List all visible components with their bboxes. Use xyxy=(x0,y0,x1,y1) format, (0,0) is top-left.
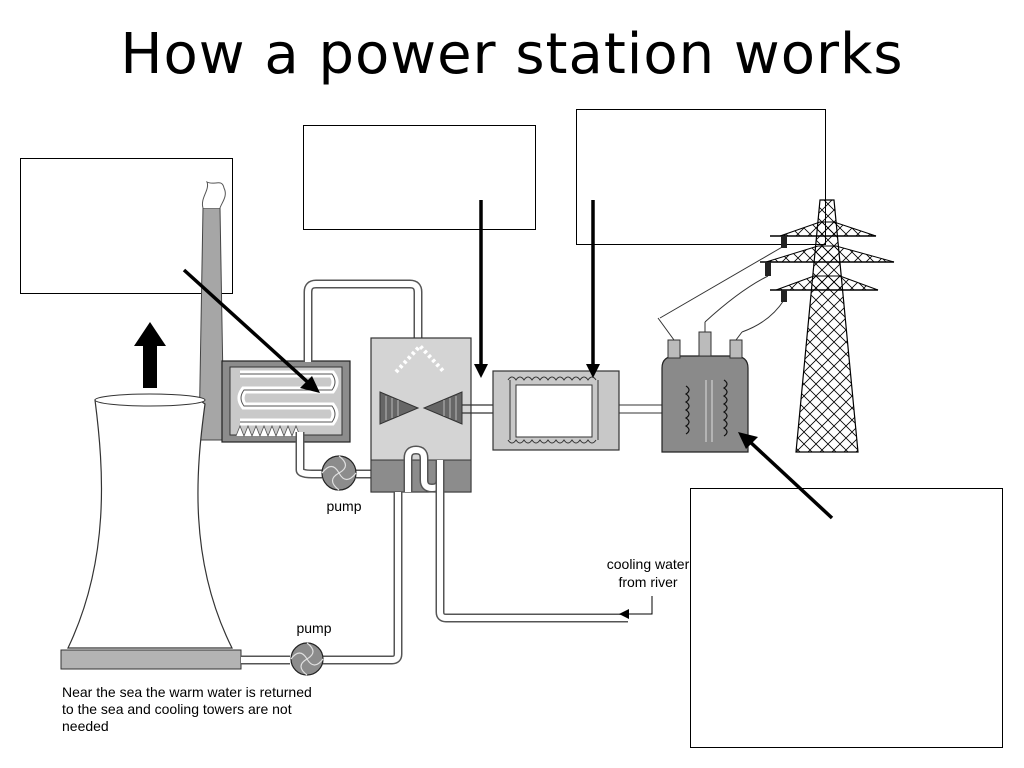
label-box-turbine[interactable] xyxy=(303,125,536,230)
cooling-tower xyxy=(60,393,242,670)
pump-lower-label: pump xyxy=(296,620,331,636)
generator xyxy=(492,370,620,451)
page-title: How a power station works xyxy=(120,22,904,87)
label-box-generator[interactable] xyxy=(576,109,826,245)
pump-upper-label: pump xyxy=(326,498,361,514)
sea-note: Near the sea the warm water is returned … xyxy=(62,684,312,734)
boiler xyxy=(221,360,351,443)
arrow-to-boiler xyxy=(182,268,314,388)
arrow-to-transformer xyxy=(746,438,834,520)
label-box-transformer[interactable] xyxy=(690,488,1003,748)
transformer xyxy=(657,317,749,453)
label-box-chimney[interactable] xyxy=(20,158,233,294)
pump-lower-icon xyxy=(290,642,324,676)
turbine-hall xyxy=(370,337,472,493)
pump-upper-icon xyxy=(321,455,357,491)
cooling-water-label-line2: from river xyxy=(618,574,677,590)
pylon xyxy=(760,199,895,453)
chimney xyxy=(198,180,226,441)
up-arrow-icon xyxy=(134,322,166,388)
cooling-water-label-line1: cooling water xyxy=(607,556,690,572)
power-lines xyxy=(659,245,785,333)
pointer-arrows xyxy=(182,200,834,520)
